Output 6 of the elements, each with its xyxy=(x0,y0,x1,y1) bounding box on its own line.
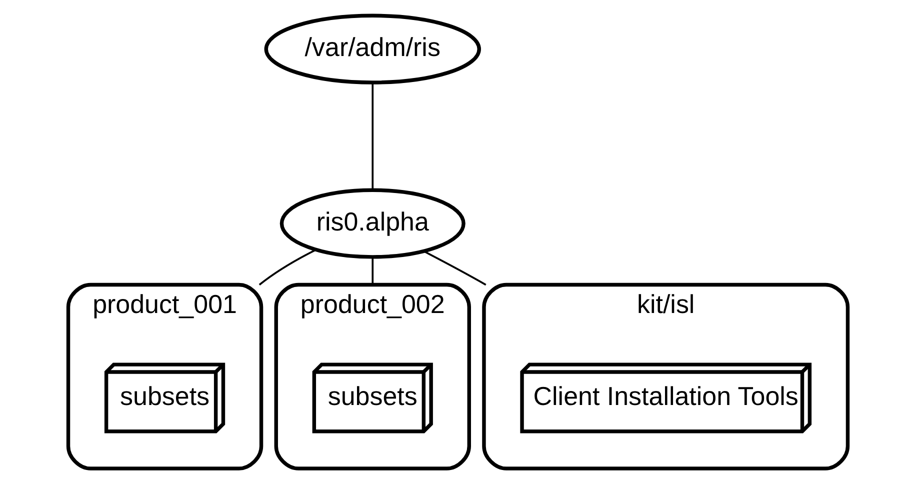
connector xyxy=(372,257,374,285)
node-ellipse: /var/adm/ris xyxy=(264,14,481,84)
node-ellipse: ris0.alpha xyxy=(280,188,466,259)
connector xyxy=(258,248,316,286)
connector xyxy=(372,83,374,190)
connector xyxy=(423,250,486,286)
